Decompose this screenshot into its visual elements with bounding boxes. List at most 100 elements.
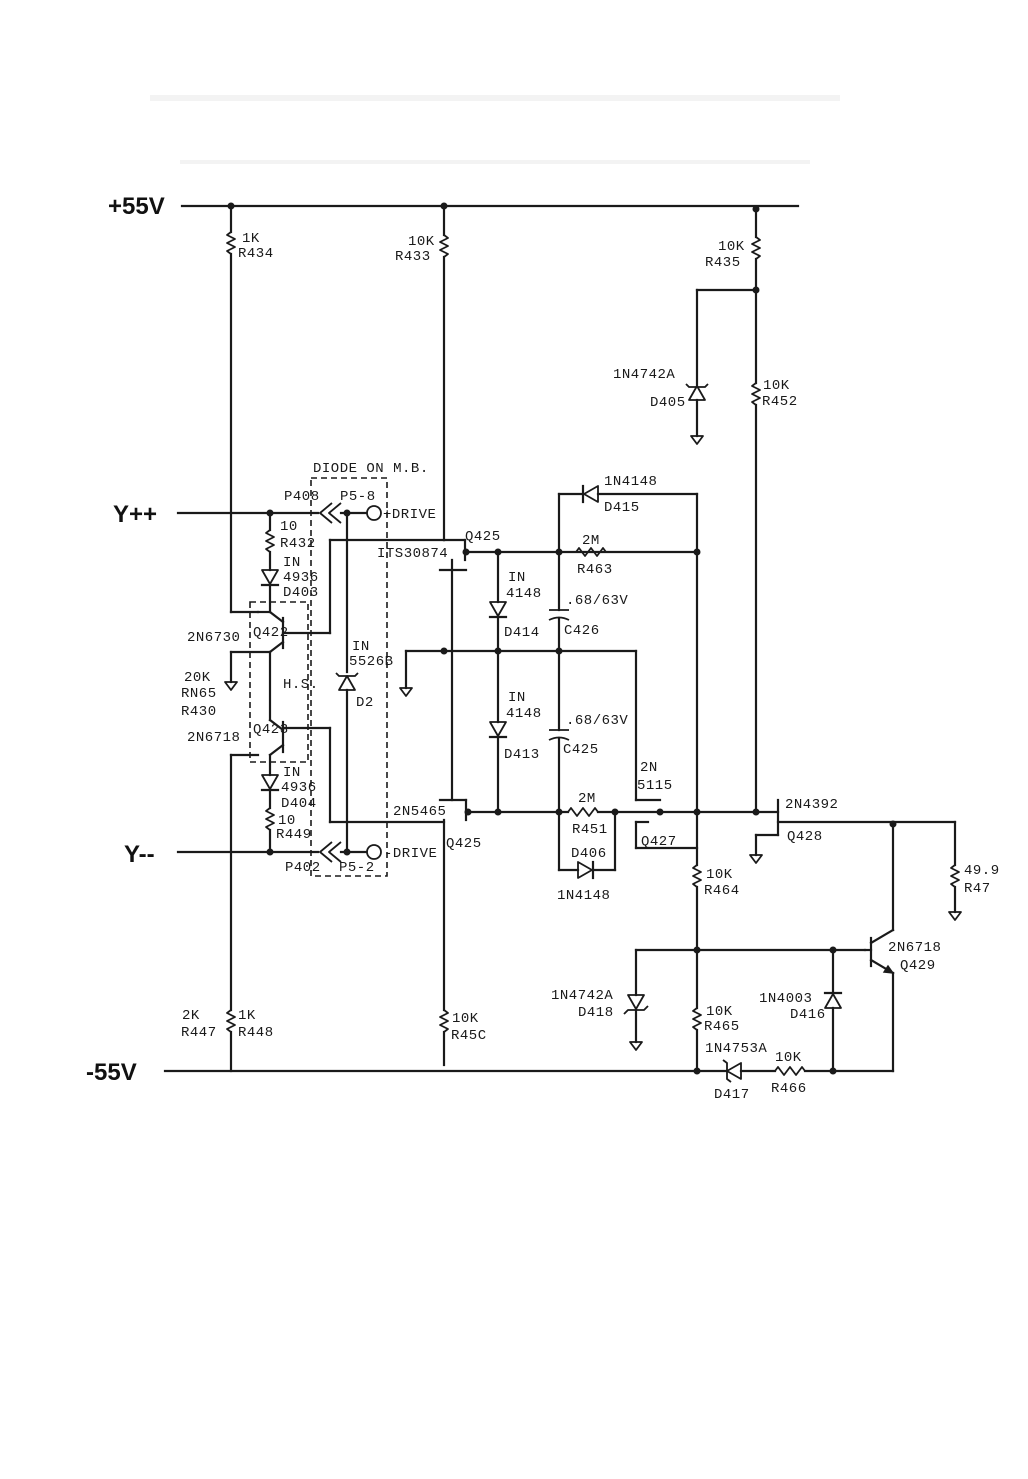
r448-value: 1K [238,1008,256,1024]
rn65-label: RN65 [181,686,217,702]
q422-part: 2N6730 [187,630,240,646]
ypos-input [176,502,446,854]
r464-label: R464 [704,883,740,899]
r47 [948,820,962,921]
r433-label: R433 [395,249,431,265]
r466-value: 10K [775,1050,802,1066]
d2-in: IN [352,639,370,655]
q427-label: Q427 [641,834,677,850]
diode-on-mb-label: DIODE ON M.B. [313,461,429,477]
d404-label: D404 [281,796,317,812]
q429-d416 [823,822,895,1075]
q425-top-label: Q425 [465,529,501,545]
d417-r466 [695,1059,895,1083]
positive-rail [180,202,800,213]
d413-part: 4148 [506,706,542,722]
p402-label: P402 [285,860,321,876]
d403-part: 4936 [283,570,319,586]
q422-label: Q422 [253,625,289,641]
q425-bot-part: 2N5465 [393,804,446,820]
r434-value: 1K [242,231,260,247]
d416-part: 1N4003 [759,991,812,1007]
r463-value: 2M [582,533,600,549]
c426-label: C426 [564,623,600,639]
r430-label: R430 [181,704,217,720]
lower-signal-line [464,807,780,880]
c425-value: .68/63V [566,713,628,729]
r433-value: 10K [408,234,435,250]
q425-bot-label: Q425 [446,836,482,852]
r451-label: R451 [572,822,608,838]
r447-label: R447 [181,1025,217,1041]
input-label-ypos: Y++ [113,501,157,528]
d406-part: 1N4148 [557,888,610,904]
drive-pos-label: +DRIVE [383,507,436,523]
r47-label: R47 [964,881,991,897]
p5-2-label: P5-2 [339,860,375,876]
d405-label: D405 [650,395,686,411]
d414-part: 4148 [506,586,542,602]
r465-value: 10K [706,1004,733,1020]
r450-label: R45C [451,1028,487,1044]
input-label-yneg: Y-- [124,841,155,868]
r452-value: 10K [763,378,790,394]
r463-d415 [557,288,699,867]
r435-r452-column [685,207,957,864]
diode-on-mb-box [310,477,388,877]
r464-value: 10K [706,867,733,883]
r466-label: R466 [771,1081,807,1097]
r465-label: R465 [704,1019,740,1035]
r450-value: 10K [452,1011,479,1027]
r448-label: R448 [238,1025,274,1041]
d2-part: 5526B [349,654,394,670]
q423-label: Q423 [253,722,289,738]
d413-in: IN [508,690,526,706]
its30874-label: ITS30874 [377,546,448,562]
d418-label: D418 [578,1005,614,1021]
d417-label: D417 [714,1087,750,1103]
q429-part: 2N6718 [888,940,941,956]
d405-part: 1N4742A [613,367,675,383]
c426-value: .68/63V [566,593,628,609]
r452-label: R452 [762,394,798,410]
rail-label-neg: -55V [86,1059,137,1086]
q429-label: Q429 [900,958,936,974]
q428-part: 2N4392 [785,797,838,813]
q427-part-a: 2N [640,760,658,776]
rn65-value: 20K [184,670,211,686]
d415-part: 1N4148 [604,474,657,490]
d414-label: D414 [504,625,540,641]
d403-label: D403 [283,585,319,601]
q423-part: 2N6718 [187,730,240,746]
r449-value: 10 [278,813,296,829]
d415-label: D415 [604,500,640,516]
r432-label: R432 [280,536,316,552]
r434-label: R434 [238,246,274,262]
r463-label: R463 [577,562,613,578]
d418 [623,948,649,1051]
r449-label: R449 [276,827,312,843]
r432-value: 10 [280,519,298,535]
d413-label: D413 [504,747,540,763]
r435-value: 10K [718,239,745,255]
d2-zener [335,511,359,854]
rail-label-pos: +55V [108,193,165,220]
d406-label: D406 [571,846,607,862]
c425-label: C425 [563,742,599,758]
q428-label: Q428 [787,829,823,845]
r435-label: R435 [705,255,741,271]
r451-value: 2M [578,791,596,807]
c426-c425-column [548,550,570,814]
left-vertical-wire [226,204,260,1073]
p5-8-label: P5-8 [340,489,376,505]
r464-r465-column [634,864,867,1075]
d404-in: IN [283,765,301,781]
p408-label: P408 [284,489,320,505]
d414-in: IN [508,570,526,586]
scan-artifact [150,95,840,101]
d416-label: D416 [790,1007,826,1023]
d2-label: D2 [356,695,374,711]
d418-part: 1N4742A [551,988,613,1004]
heatsink-box [249,601,309,763]
